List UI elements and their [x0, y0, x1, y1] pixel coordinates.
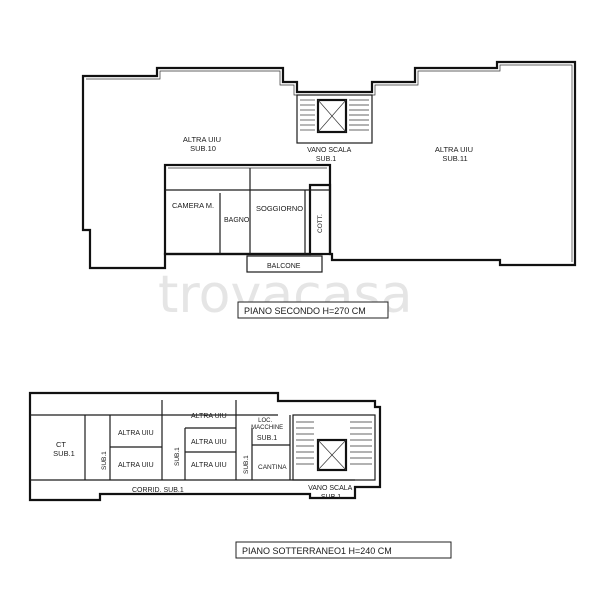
room-label-vano-scala-lower: VANO SCALA SUB.1 [308, 485, 354, 501]
upper-stair-steps [300, 99, 369, 131]
room-label-vano-scala-upper: VANO SCALA SUB.1 [307, 147, 353, 163]
upper-floor-plan: ALTRA UIU SUB.10 ALTRA UIU SUB.11 VANO S… [81, 60, 577, 273]
room-label-bagno: BAGNO [224, 217, 250, 224]
room-label-altra-uiu-2: ALTRA UIU [118, 462, 154, 469]
room-label-ct: CT SUB.1 [53, 440, 75, 458]
upper-inner-wall [86, 64, 573, 262]
room-label-altra-uiu-5: ALTRA UIU [191, 462, 227, 469]
room-label-altra-uiu-sub10: ALTRA UIU SUB.10 [183, 135, 223, 153]
room-label-altra-uiu-1: ALTRA UIU [118, 430, 154, 437]
room-label-cantina: CANTINA [258, 464, 287, 471]
room-label-altra-uiu-4: ALTRA UIU [191, 439, 227, 446]
lower-lift [316, 438, 348, 472]
room-label-sub1-a: SUB.1 [101, 451, 108, 470]
balcone-outline [246, 255, 323, 273]
room-label-balcone: BALCONE [267, 263, 301, 270]
lower-lift-cross-b [317, 439, 347, 471]
upper-stair-core [296, 94, 373, 144]
upper-lift [316, 98, 348, 134]
lower-stair-core [292, 414, 376, 481]
lower-floor-title-box [235, 541, 452, 559]
room-label-altra-uiu-sub11: ALTRA UIU SUB.11 [435, 145, 475, 163]
room-label-soggiorno: SOGGIORNO [256, 204, 303, 213]
lower-floor-title: PIANO SOTTERRANEO1 H=240 CM [242, 546, 392, 556]
upper-floor-title: PIANO SECONDO H=270 CM [244, 306, 366, 316]
room-label-sub1-c: SUB.1 [243, 455, 250, 474]
lower-floor-plan: CT SUB.1 SUB.1 ALTRA UIU ALTRA UIU ALTRA… [28, 391, 382, 502]
upper-apartment-outline [163, 163, 332, 256]
room-label-corridoio: CORRID. SUB.1 [132, 487, 184, 494]
lower-stair-steps [296, 421, 372, 465]
room-label-altra-uiu-3: ALTRA UIU [191, 413, 227, 420]
upper-floor-title-box [237, 301, 389, 319]
upper-outer-wall [81, 60, 577, 270]
room-label-cott: COTT. [317, 214, 324, 233]
room-label-sub1-b: SUB.1 [174, 447, 181, 466]
room-label-camera: CAMERA M. [172, 201, 214, 210]
room-label-loc-macchine: LOC. MACCHINE SUB.1 [251, 418, 285, 442]
lower-outer-wall [28, 391, 382, 502]
lift-cross-b [317, 99, 347, 133]
